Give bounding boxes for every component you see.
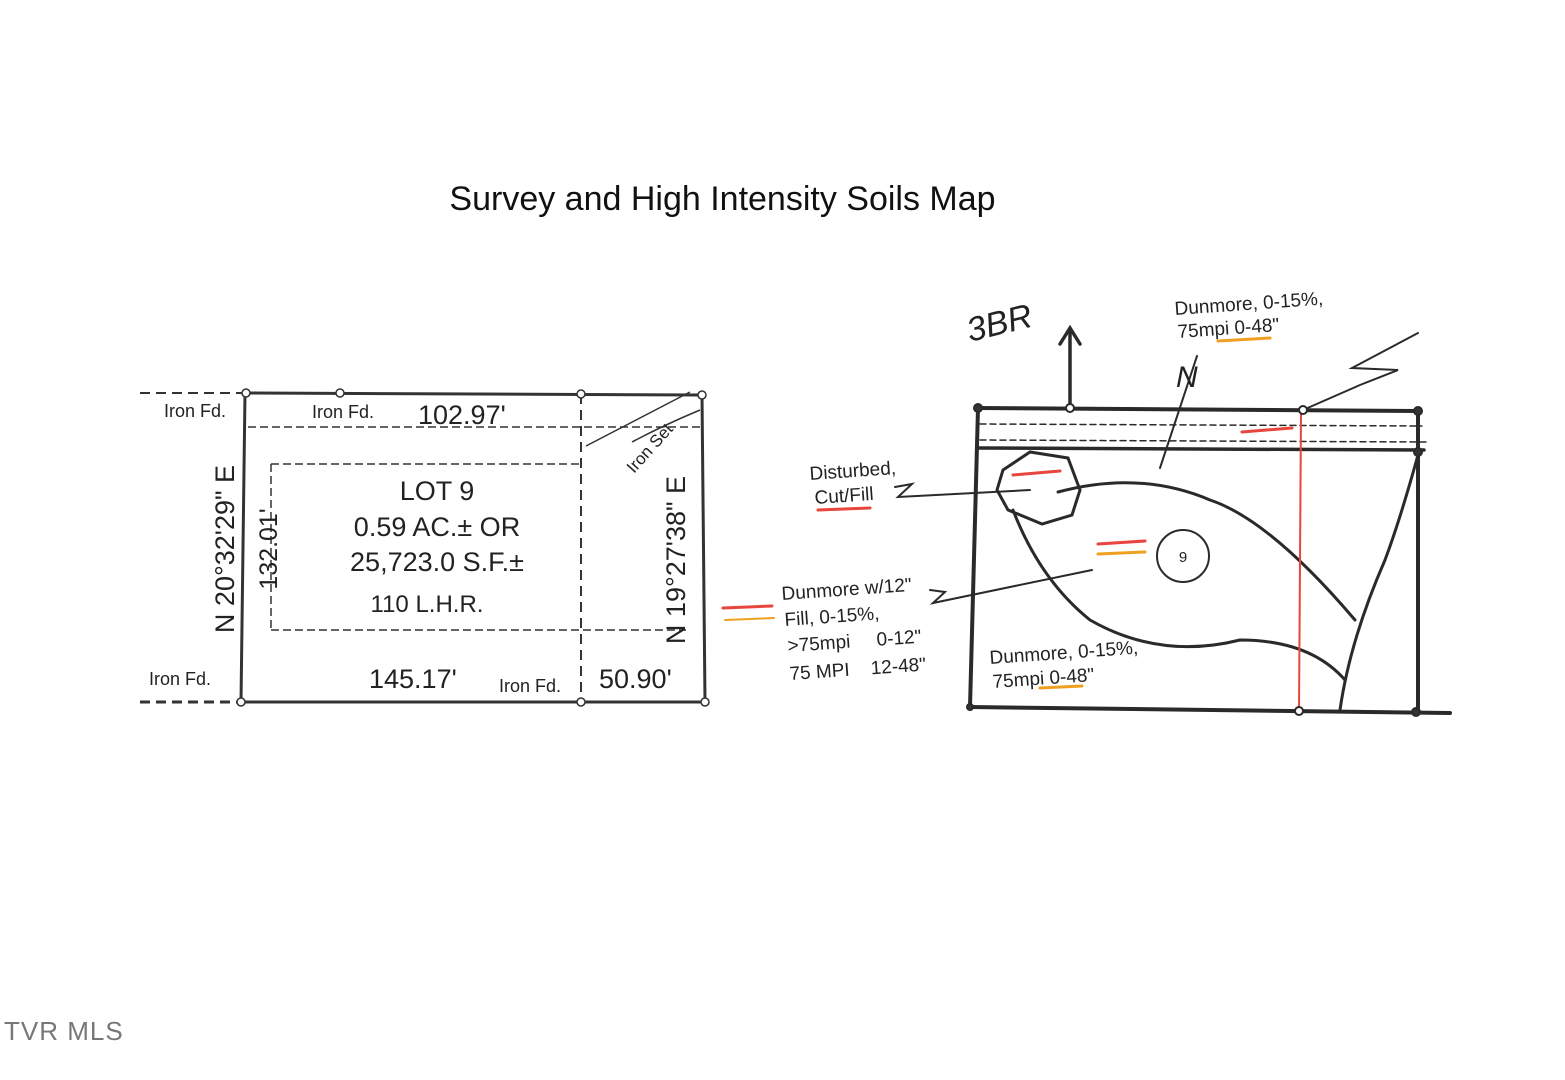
bottom-dimension: 145.17' (369, 664, 457, 694)
bottom-right-dimension: 50.90' (599, 664, 672, 694)
iron-fd-bottom-middle: Iron Fd. (499, 676, 561, 696)
lot-area-sqft: 25,723.0 S.F.± (350, 547, 524, 577)
lot-area-acres: 0.59 AC.± OR (354, 512, 520, 542)
dunmore-bottom-line1: Dunmore, 0-15%, (989, 638, 1139, 669)
top-dimension: 102.97' (418, 400, 506, 430)
bedroom-label: 3BR (963, 297, 1036, 350)
dunmore-top-line1: Dunmore, 0-15%, (1174, 289, 1324, 320)
page-title: Survey and High Intensity Soils Map (449, 180, 996, 218)
lot-number: 9 (1179, 549, 1187, 566)
lot-title: LOT 9 (400, 476, 475, 506)
lot-lhr: 110 L.H.R. (371, 591, 484, 618)
iron-fd-top-middle: Iron Fd. (312, 402, 374, 422)
disturbed-line2: Cut/Fill (814, 484, 874, 509)
left-bearing: N 20°32'29" E (210, 465, 240, 633)
fill-line4: 75 MPI 12-48" (789, 655, 927, 685)
iron-fd-top-left: Iron Fd. (164, 401, 226, 421)
left-dimension: 132.01' (255, 508, 283, 589)
right-bearing: N 19°27'38" E (661, 476, 691, 644)
iron-fd-bottom-left: Iron Fd. (149, 669, 211, 689)
watermark: TVR MLS (4, 1016, 124, 1046)
fill-line2: Fill, 0-15%, (784, 603, 880, 631)
north-label: N (1176, 361, 1198, 394)
disturbed-line1: Disturbed, (809, 458, 897, 485)
fill-line3: >75mpi 0-12" (787, 627, 922, 657)
fill-line1: Dunmore w/12" (781, 575, 912, 605)
dunmore-bottom-line2: 75mpi 0-48" (992, 665, 1095, 693)
